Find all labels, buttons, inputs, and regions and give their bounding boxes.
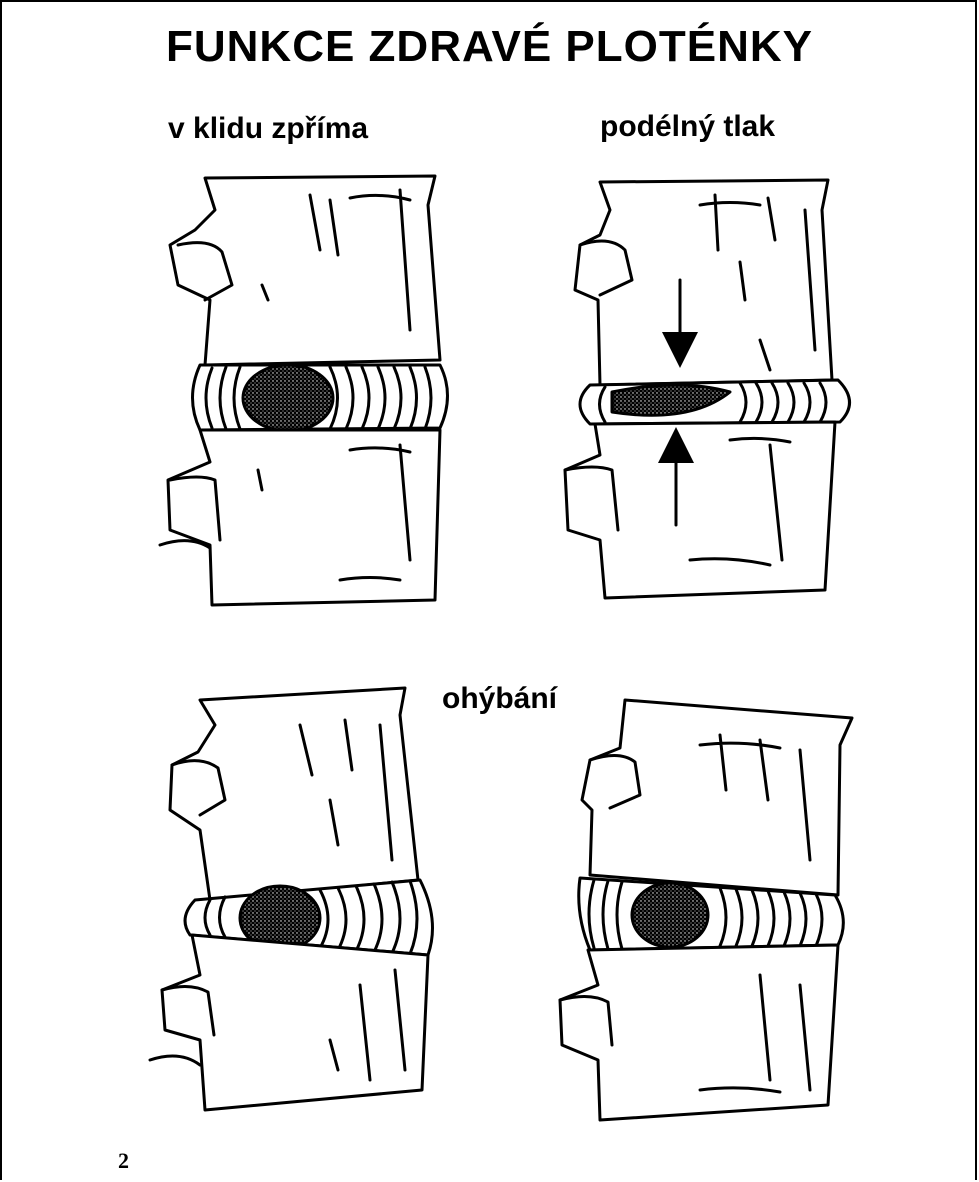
upper-vertebra (170, 176, 440, 365)
panel-bending-left (150, 688, 433, 1110)
lower-vertebra (160, 430, 440, 605)
upper-vertebra (170, 688, 418, 900)
lower-vertebra (150, 935, 428, 1110)
upper-vertebra (582, 700, 852, 895)
lower-vertebra (565, 422, 835, 598)
panel-bending-right (560, 700, 852, 1120)
upper-vertebra (575, 180, 832, 385)
lower-vertebra (560, 945, 838, 1120)
panel-rest-upright (160, 176, 448, 605)
compressed-disc (580, 380, 850, 424)
panel-axial-pressure (565, 180, 850, 598)
intervertebral-disc (193, 365, 448, 431)
